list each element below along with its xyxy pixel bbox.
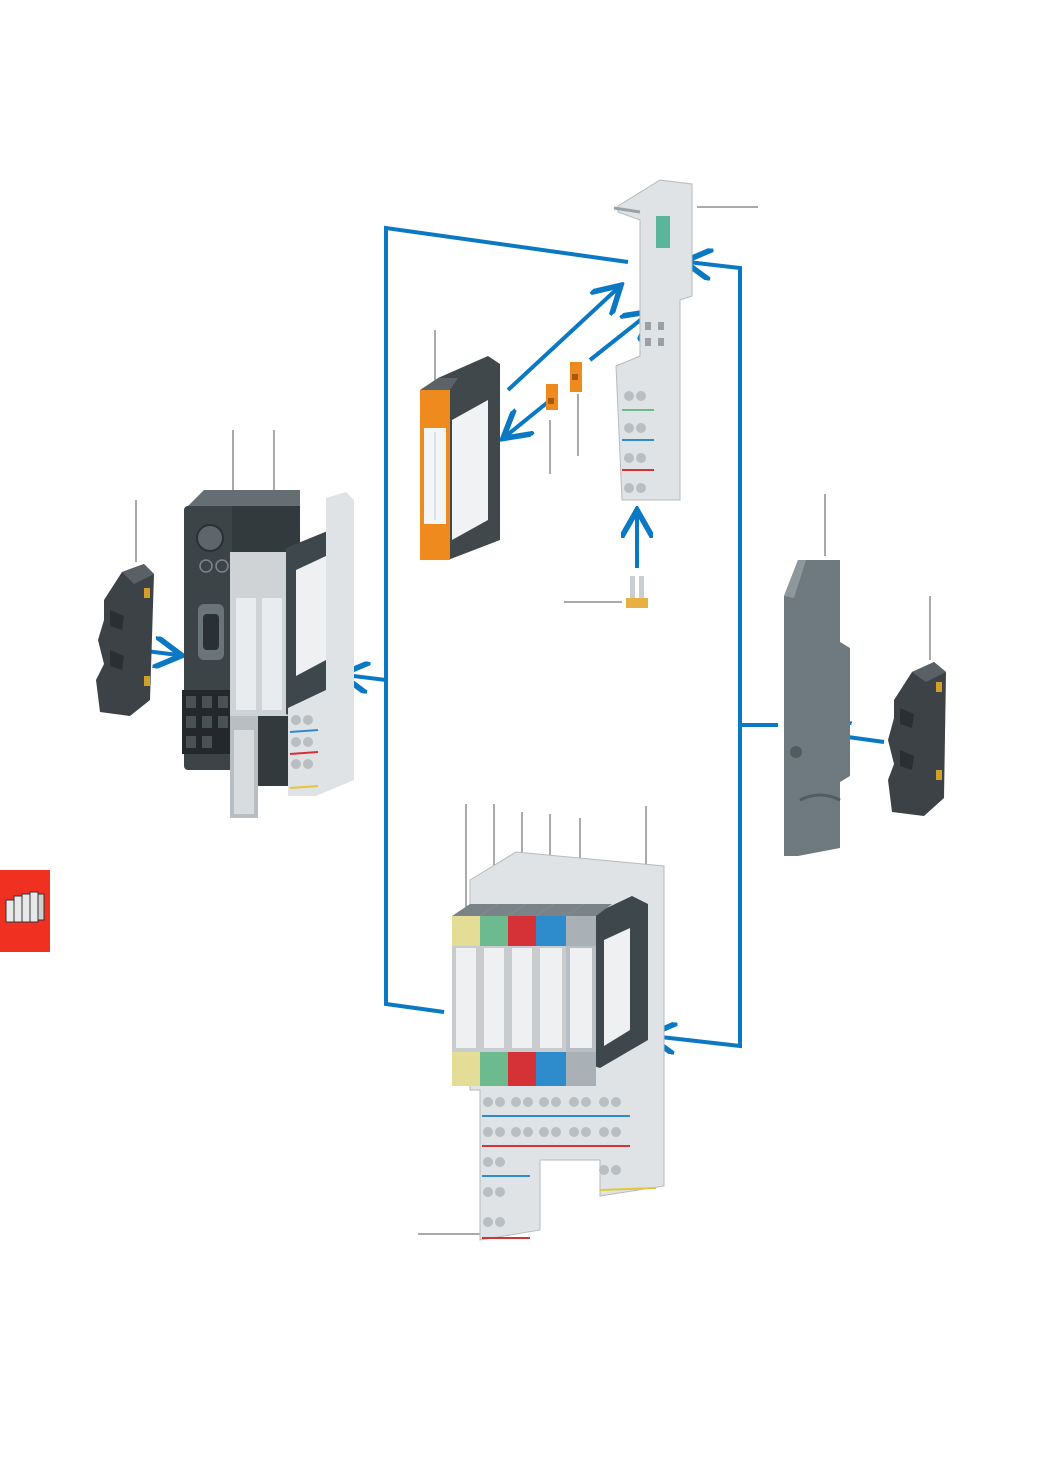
- module-group: [452, 851, 665, 1241]
- arrow-coding-to-module: [506, 400, 550, 436]
- coding-element-a: [546, 384, 558, 410]
- connection-frame: [345, 225, 778, 1046]
- module-label-yellow: [452, 916, 480, 1086]
- end-bracket-left: [96, 564, 154, 716]
- bus-coupler: [182, 490, 354, 818]
- jumper: [626, 576, 648, 608]
- end-bracket-right: [888, 662, 946, 816]
- electronic-module-orange: [420, 356, 500, 560]
- modules-icon: [5, 891, 45, 923]
- module-label-blue: [536, 916, 566, 1086]
- side-tab: [0, 870, 50, 952]
- module-label-green: [480, 916, 508, 1086]
- base-module: [613, 179, 693, 501]
- arrow-module-to-base: [506, 288, 618, 392]
- module-label-red: [508, 916, 536, 1086]
- end-plate: [784, 560, 850, 856]
- arrow-coding-to-base: [588, 314, 648, 362]
- module-label-grey: [566, 916, 596, 1086]
- coding-element-b: [570, 362, 582, 392]
